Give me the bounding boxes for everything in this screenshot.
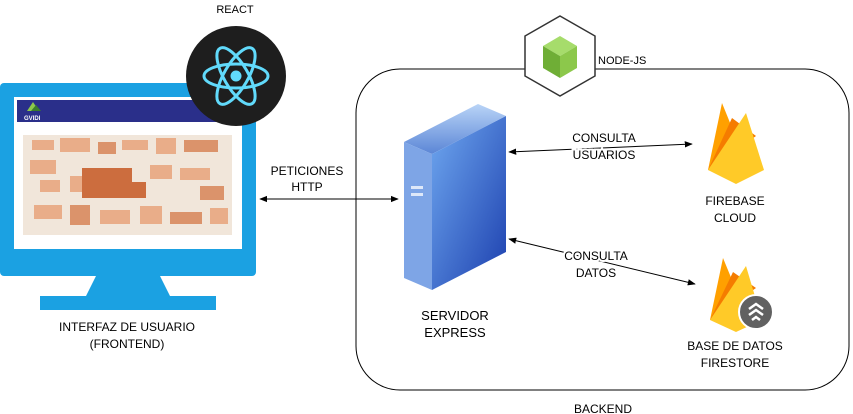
users-label-line2: USUARIOS — [573, 148, 636, 162]
node-label: NODE-JS — [598, 55, 646, 67]
server-label-line1: SERVIDOR — [421, 308, 489, 323]
nodejs-cube-icon — [524, 15, 596, 97]
data-query-arrow — [508, 237, 696, 286]
firebase-cloud-icon — [708, 103, 764, 184]
frontend-label-line1: INTERFAZ DE USUARIO — [59, 320, 195, 334]
cloud-label-line1: FIREBASE — [705, 194, 764, 208]
store-label-line1: BASE DE DATOS — [687, 339, 783, 353]
react-label: REACT — [216, 4, 254, 16]
backend-label: BACKEND — [574, 402, 632, 414]
firestore-badge-icon — [738, 294, 774, 330]
frontend-label-line2: (FRONTEND) — [90, 337, 165, 351]
store-label-line2: FIRESTORE — [701, 356, 769, 370]
users-query-arrow — [508, 141, 693, 155]
cloud-label-line2: CLOUD — [714, 211, 756, 225]
screen-logo-text: GVIDI — [24, 116, 41, 122]
server-label-line2: EXPRESS — [424, 325, 486, 340]
data-label-line1: CONSULTA — [564, 249, 628, 263]
screen-logo-icon — [27, 102, 41, 111]
http-label-line1: PETICIONES — [271, 164, 344, 178]
data-label-line2: DATOS — [576, 266, 616, 280]
backend-container — [355, 68, 850, 391]
users-label-line1: CONSULTA — [572, 131, 636, 145]
server-tower-icon — [404, 104, 506, 290]
http-label-line2: HTTP — [291, 180, 322, 194]
react-logo-icon — [186, 26, 286, 126]
monitor-icon — [0, 83, 256, 310]
